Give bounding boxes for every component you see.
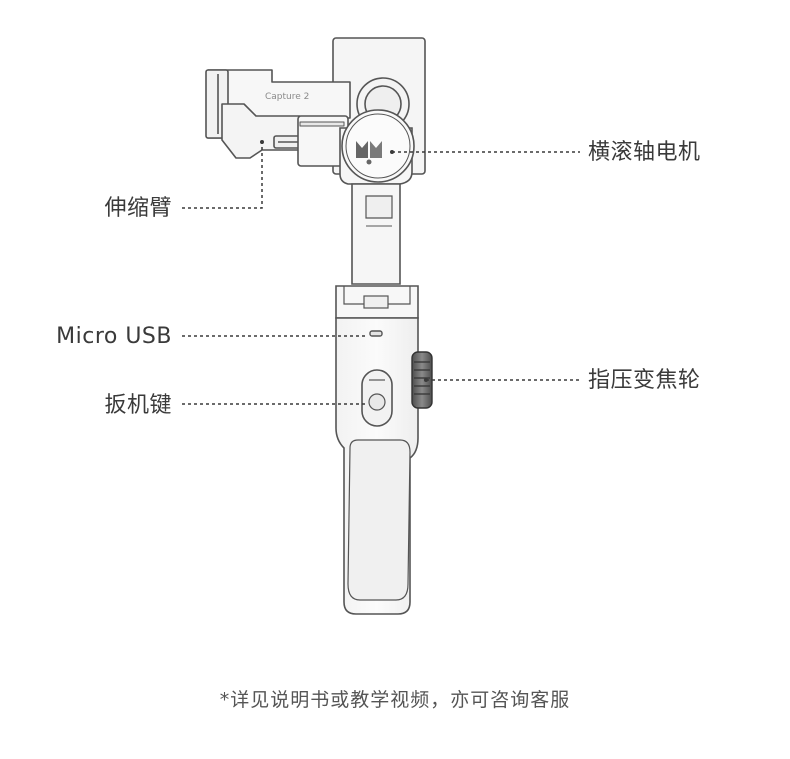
micro-usb-port bbox=[369, 330, 383, 337]
label-extend-arm: 伸缩臂 bbox=[104, 196, 172, 221]
brand-logo-icon bbox=[356, 141, 382, 165]
trigger-button bbox=[361, 369, 393, 427]
leader-dots bbox=[260, 140, 428, 382]
handle-top bbox=[335, 285, 419, 319]
label-zoom-wheel: 指压变焦轮 bbox=[588, 368, 701, 393]
label-trigger: 扳机键 bbox=[104, 393, 172, 418]
clamp-brand-text: Capture 2 bbox=[265, 92, 309, 102]
callout-lines bbox=[182, 142, 580, 405]
footnote: *详见说明书或教学视频，亦可咨询客服 bbox=[219, 689, 571, 711]
label-roll-motor: 横滚轴电机 bbox=[588, 140, 701, 165]
vertical-arm bbox=[351, 183, 401, 285]
leader-extend-arm bbox=[182, 142, 263, 209]
handle-body bbox=[335, 317, 419, 615]
label-micro-usb: Micro USB bbox=[56, 324, 172, 349]
